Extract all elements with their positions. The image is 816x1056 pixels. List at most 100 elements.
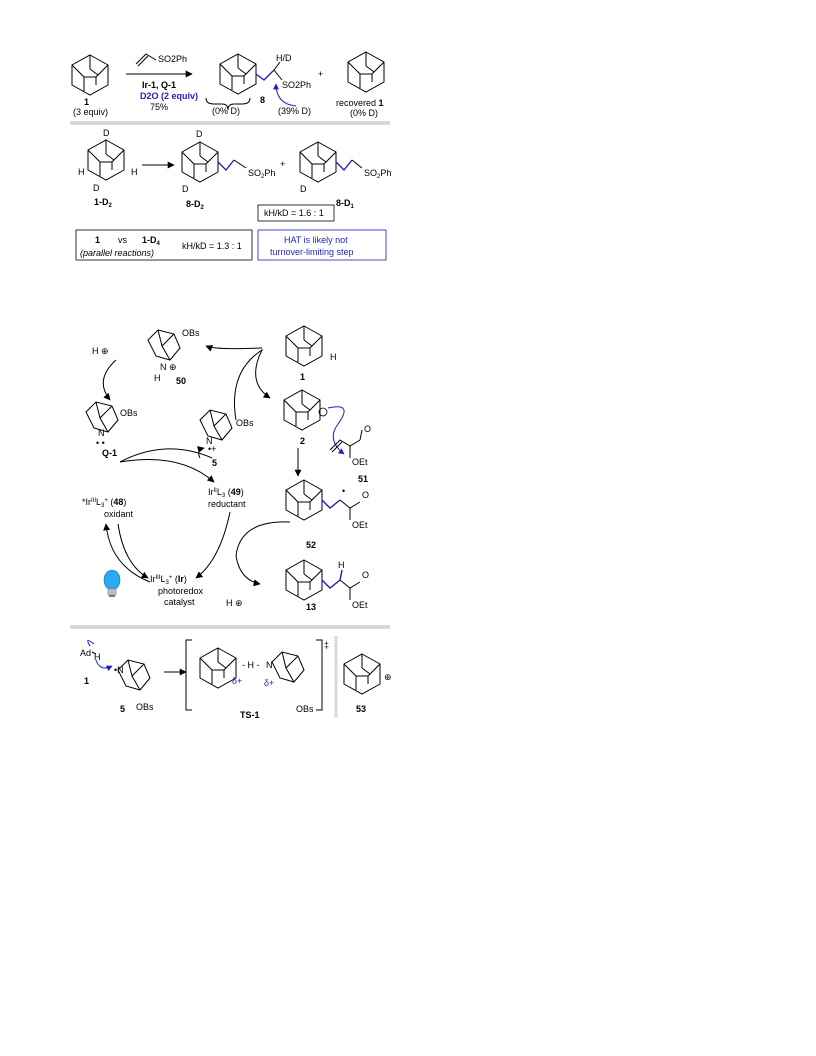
arrow-cat-to-48 [103, 523, 151, 583]
svg-text:OBs: OBs [296, 704, 314, 714]
so2ph-label-b2: SO2Ph [364, 168, 391, 180]
conclusion-box [257, 229, 387, 261]
radical-2-structure [283, 389, 321, 431]
oxidant-role: oxidant [104, 509, 134, 519]
svg-text:H: H [154, 373, 161, 383]
kie-intra-text: kH/kD = 1.6 : 1 [264, 208, 324, 218]
compound-8-label: 8 [260, 95, 265, 105]
ts-quinuclidine-structure [271, 651, 305, 683]
acrylate-51-structure [329, 429, 363, 458]
condition-catalyst: Ir-1, Q-1 [142, 80, 176, 90]
svg-text:H: H [330, 352, 337, 362]
product-8d2-label: 8-D2 [186, 199, 205, 211]
catalyst-label: IrIIIL3+ (Ir) [150, 574, 187, 586]
svg-text:H: H [338, 560, 345, 570]
catalyst-role-2: catalyst [164, 597, 195, 607]
compound-5-d-label: 5 [120, 704, 125, 714]
cation-53-structure [343, 653, 381, 695]
svg-text:D: D [182, 184, 189, 194]
compound-5-label: 5 [212, 458, 217, 468]
svg-text:H: H [131, 167, 138, 177]
svg-text:⊕: ⊕ [384, 672, 392, 682]
kie-parallel-text: kH/kD = 1.3 : 1 [182, 241, 242, 251]
parallel-box [75, 229, 253, 261]
product-8d2-structure [181, 141, 219, 183]
h-plus-bottom: H ⊕ [226, 598, 243, 608]
parallel-2: 1-D4 [142, 235, 161, 247]
oxidant-label: *IrIIIL3+ (48) [82, 497, 126, 509]
condition-yield: 75% [150, 102, 168, 112]
compound-1d2-label: 1-D2 [94, 197, 113, 209]
brace [205, 97, 251, 111]
svg-text:•: • [342, 486, 345, 496]
hd-label: H/D [276, 53, 292, 63]
kie-intra-box [257, 204, 335, 222]
svg-text:OEt: OEt [352, 600, 368, 610]
svg-text:OEt: OEt [352, 457, 368, 467]
parallel-1: 1 [95, 235, 100, 245]
product-8-structure [219, 53, 257, 95]
svg-text:H: H [78, 167, 85, 177]
divider-1 [70, 121, 390, 125]
svg-text:N ⊕: N ⊕ [160, 362, 177, 372]
catalyst-role-1: photoredox [158, 586, 204, 596]
d-content-left: (0% D) [212, 106, 240, 116]
panel-d: Ad H 1 •N OBs 5 ‡ δ+ - H - N δ+ OBs TS-1… [80, 636, 392, 720]
svg-text:OBs: OBs [236, 418, 254, 428]
product-so2ph-label: SO2Ph [282, 80, 311, 90]
dagger: ‡ [324, 640, 329, 650]
parallel-note: (parallel reactions) [80, 248, 154, 258]
arc-q1-to-5 [119, 448, 213, 463]
panel-c: H ⊕ OBs N ⊕ H 50 H 1 2 O OEt 51 OBs N • … [82, 325, 371, 612]
ts-label: TS-1 [240, 710, 260, 720]
light-bulb-icon [103, 569, 121, 597]
panel-a: 1 (3 equiv) SO2Ph Ir-1, Q-1 D2O (2 equiv… [71, 51, 385, 118]
parallel-vs: vs [118, 235, 128, 245]
ammonium-50-structure [147, 329, 181, 361]
compound-1-d-label: 1 [84, 676, 89, 686]
conclusion-line2: turnover-limiting step [270, 247, 354, 257]
arrow-5-to-50 [205, 345, 263, 352]
radical-cation-5-structure [199, 409, 233, 441]
compound-50-label: 50 [176, 376, 186, 386]
arrow-set-to-49 [119, 459, 215, 483]
arrow-49-to-cat [195, 511, 231, 579]
svg-text:D: D [93, 183, 100, 193]
conclusion-line1: HAT is likely not [284, 235, 348, 245]
condition-d2o: D2O (2 equiv) [140, 91, 198, 101]
divider-2 [70, 625, 390, 629]
recovered-adamantane-structure [347, 51, 385, 93]
compound-1d2-structure [87, 139, 125, 181]
delta-plus-1: δ+ [232, 676, 242, 686]
adamantane-1-cycle-structure [285, 325, 323, 367]
compound-51-label: 51 [358, 474, 368, 484]
reductant-role: reductant [208, 499, 246, 509]
arrow-deprot [102, 359, 117, 401]
compound-2-label: 2 [300, 436, 305, 446]
compound-52-label: 52 [306, 540, 316, 550]
radical-addition-arrow [327, 406, 345, 455]
arrow-48-to-cat [117, 523, 149, 579]
svg-text:OBs: OBs [182, 328, 200, 338]
recovered-label: recovered 1 [336, 98, 384, 108]
recovered-d-label: (0% D) [350, 108, 378, 118]
adamantane-1-structure [71, 54, 109, 96]
svg-text:D: D [300, 184, 307, 194]
svg-text:D: D [196, 129, 203, 139]
svg-text:N: N [206, 436, 213, 446]
reagent-label: SO2Ph [158, 54, 187, 64]
radical-52-structure [285, 479, 323, 521]
svg-text:O: O [362, 490, 369, 500]
arrow-hat [233, 348, 271, 421]
compound-q1-label: Q-1 [102, 448, 117, 458]
plus-b: + [280, 159, 285, 169]
svg-text:• •: • • [96, 438, 105, 448]
ad-label: Ad [80, 648, 91, 658]
so2ph-label-b1: SO2Ph [248, 168, 275, 180]
d-content-right: (39% D) [278, 106, 311, 116]
reductant-label: IrIIL3 (49) [208, 487, 244, 499]
svg-text:OBs: OBs [120, 408, 138, 418]
h-plus-top: H ⊕ [92, 346, 109, 356]
svg-text:- H -: - H - [242, 660, 260, 670]
svg-text:N: N [98, 428, 105, 438]
